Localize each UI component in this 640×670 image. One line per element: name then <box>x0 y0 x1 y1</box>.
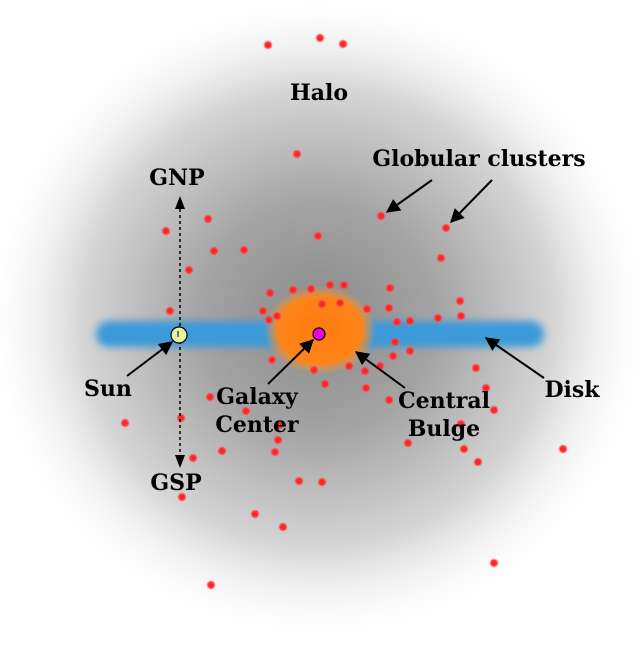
globular-cluster-dot <box>120 418 130 428</box>
globular-cluster-dot <box>436 253 446 263</box>
globular-cluster-dot <box>489 405 499 415</box>
globular-cluster-dot <box>403 438 413 448</box>
globular-cluster-dot <box>306 284 316 294</box>
globular-cluster-dot <box>384 395 394 405</box>
globular-cluster-dot <box>489 558 499 568</box>
globular-cluster-dot <box>320 379 330 389</box>
globular-cluster-dot <box>161 226 171 236</box>
gnp-arrowhead <box>175 196 185 209</box>
globular-cluster-dot <box>288 285 298 295</box>
globular-cluster-dot <box>385 283 395 293</box>
globular-cluster-dot <box>278 522 288 532</box>
globular-cluster-dot <box>176 413 186 423</box>
globular-clusters-label: Globular clusters <box>372 146 585 172</box>
globular-cluster-dot <box>275 420 285 430</box>
globular-cluster-dot <box>339 280 349 290</box>
globular-cluster-dot <box>471 363 481 373</box>
globular-cluster-dot <box>203 214 213 224</box>
sun-label: Sun <box>84 376 132 402</box>
globular-cluster-dot <box>473 457 483 467</box>
globular-cluster-dot <box>456 419 466 429</box>
globular-cluster-dot <box>405 316 415 326</box>
galaxy-center-label-line1: Galaxy <box>216 384 299 410</box>
globular-cluster-dot <box>456 311 466 321</box>
globular-cluster-dot <box>384 303 394 313</box>
globular-cluster-dot <box>177 492 187 502</box>
globular-cluster-dot <box>270 447 280 457</box>
globular-cluster-dot <box>459 444 469 454</box>
globular-cluster-dot <box>294 476 304 486</box>
central-bulge-label-line1: Central <box>398 388 490 414</box>
globular-cluster-dot <box>338 39 348 49</box>
globular-cluster-dot <box>433 313 443 323</box>
globular-cluster-dot <box>258 306 268 316</box>
gnp-label: GNP <box>149 165 204 191</box>
arrow-to-cluster-2 <box>450 179 493 224</box>
globular-cluster-dot <box>273 435 283 445</box>
arrow-to-cluster-1 <box>385 179 433 213</box>
gsp-label: GSP <box>150 470 201 496</box>
arrow-to-galaxy-center <box>267 339 315 385</box>
globular-cluster-dot <box>206 580 216 590</box>
arrow-to-sun <box>126 341 174 377</box>
globular-cluster-dot <box>250 509 260 519</box>
globular-cluster-dot <box>455 296 465 306</box>
globular-cluster-dot <box>263 40 273 50</box>
globular-cluster-dot <box>315 33 325 43</box>
globular-cluster-dot <box>376 211 386 221</box>
globular-cluster-dot <box>165 306 175 316</box>
globular-cluster-dot <box>241 406 251 416</box>
galaxy-center-label-line2: Center <box>215 412 299 438</box>
globular-cluster-dots <box>120 33 568 590</box>
globular-cluster-dot <box>405 346 415 356</box>
globular-cluster-dot <box>309 365 319 375</box>
halo-label: Halo <box>290 80 348 106</box>
globular-cluster-dot <box>317 477 327 487</box>
arrow-to-disk <box>484 337 545 379</box>
globular-cluster-dot <box>265 288 275 298</box>
globular-cluster-dot <box>335 298 345 308</box>
disk-label: Disk <box>544 377 600 403</box>
globular-cluster-dot <box>360 366 370 376</box>
globular-cluster-dot <box>205 392 215 402</box>
globular-cluster-dot <box>272 311 282 321</box>
central-bulge-label-line2: Bulge <box>408 416 480 442</box>
gsp-arrowhead <box>175 455 185 468</box>
globular-cluster-dot <box>481 383 491 393</box>
globular-cluster-dot <box>441 223 451 233</box>
arrow-to-central-bulge <box>354 351 406 389</box>
globular-cluster-dot <box>239 245 249 255</box>
globular-cluster-dot <box>188 453 198 463</box>
globular-cluster-dot <box>392 317 402 327</box>
globular-cluster-dot <box>292 149 302 159</box>
globular-cluster-dot <box>217 446 227 456</box>
globular-cluster-dot <box>209 246 219 256</box>
globular-cluster-dot <box>361 383 371 393</box>
globular-cluster-dot <box>313 231 323 241</box>
globular-cluster-dot <box>325 280 335 290</box>
globular-cluster-dot <box>388 351 398 361</box>
globular-cluster-dot <box>264 315 274 325</box>
globular-cluster-dot <box>267 355 277 365</box>
sun-marker <box>170 326 188 344</box>
globular-cluster-dot <box>390 337 400 347</box>
galaxy-center-marker <box>312 327 326 341</box>
globular-cluster-dot <box>184 265 194 275</box>
globular-cluster-dot <box>558 444 568 454</box>
globular-cluster-dot <box>317 299 327 309</box>
globular-cluster-dot <box>362 304 372 314</box>
globular-cluster-dot <box>344 361 354 371</box>
